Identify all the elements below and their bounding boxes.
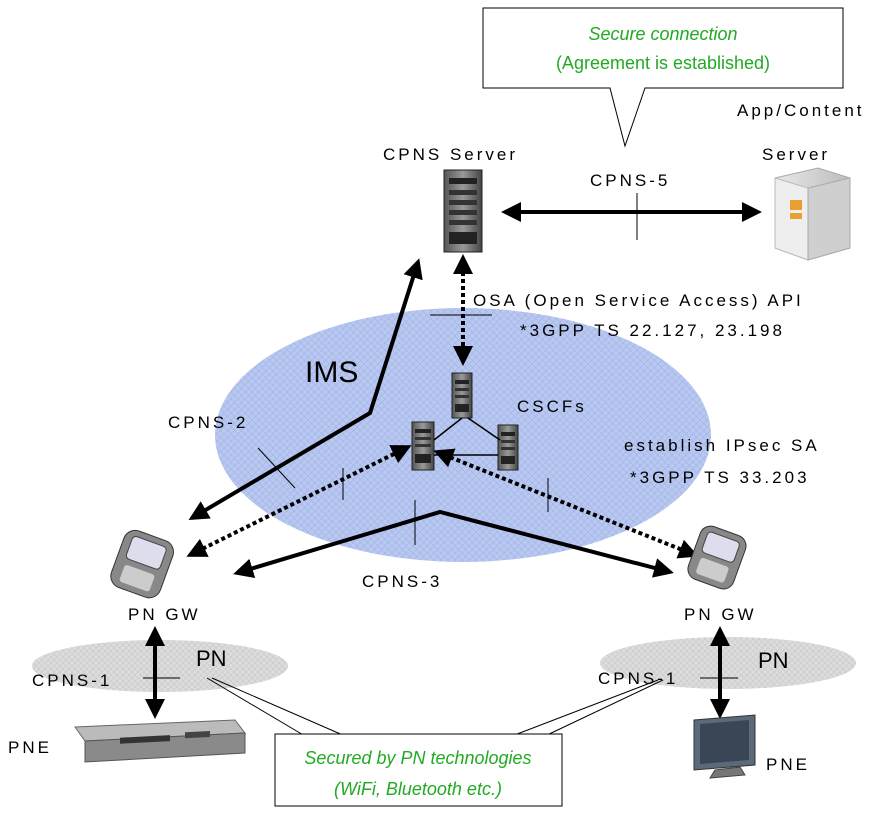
cpns1-right-label: CPNS-1: [598, 669, 678, 688]
cpns3-link: [233, 509, 674, 578]
cpns5-label: CPNS-5: [590, 171, 670, 190]
phone-icon-right: [687, 525, 747, 590]
cscf-server-icon-top: [451, 372, 473, 419]
ipsec-label-line1: establish IPsec SA: [624, 436, 820, 455]
pne-label-left: PNE: [8, 738, 52, 757]
ipsec-link-right: [433, 448, 699, 559]
tv-icon: [693, 714, 756, 779]
pngw-label-left: PN GW: [128, 605, 201, 624]
osa-label-line2: *3GPP TS 22.127, 23.198: [520, 321, 785, 340]
cscf-link-2: [467, 417, 501, 441]
cpns-server-icon: [443, 169, 483, 253]
ipsec-link-left: [186, 445, 412, 557]
ims-cloud: [215, 308, 711, 562]
cscfs-label: CSCFs: [517, 397, 587, 416]
cscf-server-icon-right: [497, 424, 519, 471]
phone-icon-left: [110, 529, 174, 599]
secure-callout-line1: Secure connection: [588, 24, 737, 44]
cpns3-label: CPNS-3: [362, 572, 442, 591]
pn-callout-pointer-right2: [544, 679, 664, 737]
pn-callout-pointer-left: [206, 677, 306, 737]
cscf-server-icon-left: [411, 421, 435, 471]
cpns1-left-label: CPNS-1: [32, 671, 112, 690]
pn-callout-box: [274, 733, 563, 807]
secure-callout-box: [482, 7, 844, 148]
cpns2-label: CPNS-2: [168, 413, 248, 432]
ipsec-label-line2: *3GPP TS 33.203: [630, 468, 810, 487]
cpns-server-label: CPNS Server: [383, 145, 518, 164]
osa-label-line1: OSA (Open Service Access) API: [473, 291, 804, 310]
app-server-label-line2: Server: [762, 145, 830, 164]
pn-callout-pointer-left2: [211, 677, 346, 737]
pn-callout-line2: (WiFi, Bluetooth etc.): [334, 779, 502, 799]
cscf-link-1: [433, 417, 463, 441]
pn-callout-pointer-right: [511, 679, 659, 737]
dvd-player-icon: [74, 719, 246, 763]
pngw-label-right: PN GW: [684, 605, 757, 624]
pn-label-left: PN: [196, 646, 227, 671]
pne-label-right: PNE: [766, 755, 810, 774]
pn-callout-line1: Secured by PN technologies: [304, 748, 531, 768]
secure-callout-line2: (Agreement is established): [556, 53, 770, 73]
app-server-label-line1: App/Content: [737, 101, 865, 120]
app-server-icon: [774, 167, 851, 261]
ims-label: IMS: [305, 356, 358, 389]
pn-label-right: PN: [758, 648, 789, 673]
